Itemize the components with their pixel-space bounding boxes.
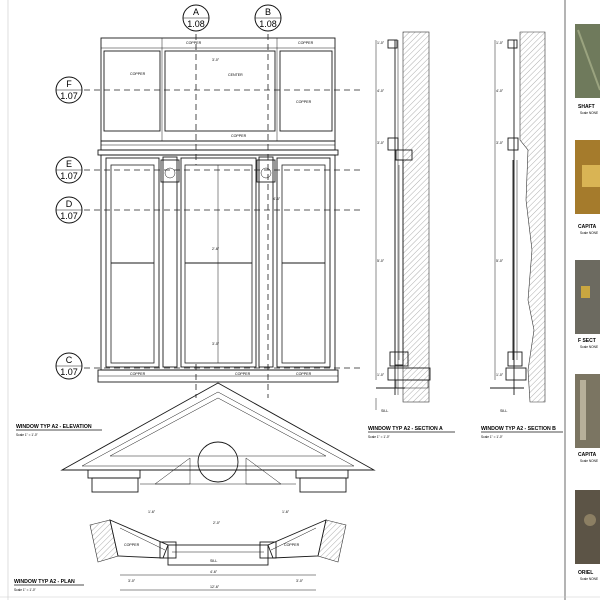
- title-elevation-scale: Scale 1" = 1'-0": [16, 433, 38, 437]
- level-bubble-d-letter: D: [66, 199, 73, 209]
- title-section-b-text: WINDOW TYP A2 - SECTION B: [481, 426, 556, 432]
- photo-4: CAPITA Scale NONE: [575, 374, 600, 463]
- title-section-a: WINDOW TYP A2 - SECTION A Scale 1" = 1'-…: [368, 426, 455, 439]
- plan-label-right: COPPER: [284, 543, 300, 547]
- level-bubble-d: D 1.07: [55, 196, 83, 224]
- plan-dim-right-run: 3'-0": [296, 579, 304, 583]
- section-a-dim-2: 4'-0": [377, 89, 385, 93]
- level-bubble-f-sheet: 1.07: [60, 91, 78, 101]
- note-copper-right: COPPER: [296, 100, 312, 104]
- plan-drawing: COPPER COPPER SILL 1'-6" 1'-6" 2'-0" 4'-…: [89, 510, 347, 591]
- photo-4-label: CAPITA: [578, 452, 597, 458]
- pediment-drawing: [60, 382, 376, 493]
- title-plan: WINDOW TYP A2 - PLAN Scale 1" = 1'-0": [14, 579, 84, 592]
- level-bubble-c-letter: C: [66, 355, 73, 365]
- title-section-b: WINDOW TYP A2 - SECTION B Scale 1" = 1'-…: [481, 426, 563, 439]
- photo-4-scale: Scale NONE: [580, 459, 598, 463]
- note-copper-top: COPPER: [186, 41, 202, 45]
- grid-bubble-b: B 1.08: [254, 4, 282, 32]
- photo-5-label: ORIEL: [578, 570, 593, 576]
- photo-5-image: [575, 490, 600, 564]
- note-copper-sill-left: COPPER: [130, 372, 146, 376]
- photo-5: ORIEL Scale NONE: [575, 490, 600, 581]
- section-b-dim-5: 1'-0": [496, 373, 504, 377]
- note-copper-sill-right: COPPER: [296, 372, 312, 376]
- plan-dim-center-top: 2'-0": [213, 521, 221, 525]
- photo-column: SHAFT Scale NONE CAPITA Scale NONE F SEC…: [575, 24, 600, 581]
- title-plan-scale: Scale 1" = 1'-0": [14, 588, 36, 592]
- photo-1-scale: Scale NONE: [580, 111, 598, 115]
- photo-2-scale: Scale NONE: [580, 231, 598, 235]
- elevation-drawing: COPPER CENTER COPPER COPPER COPPER COPPE…: [84, 34, 360, 398]
- level-bubble-e-letter: E: [66, 159, 72, 169]
- plan-label-center: SILL: [210, 559, 217, 563]
- plan-dim-left-run: 3'-0": [128, 579, 136, 583]
- section-b-drawing: 1'-0" 4'-0" 3'-0" 5'-0" 1'-0" SILL: [490, 31, 546, 413]
- plan-dim-overall: 12'-6": [210, 585, 220, 589]
- title-section-a-scale: Scale 1" = 1'-0": [368, 435, 390, 439]
- plan-dim-left-angle: 1'-6": [148, 510, 156, 514]
- photo-2-label: CAPITA: [578, 224, 597, 230]
- section-a-dim-3: 3'-0": [377, 141, 385, 145]
- photo-1-image: [575, 24, 600, 98]
- dim-side: 4'-6": [273, 197, 281, 201]
- photo-1: SHAFT Scale NONE: [575, 24, 600, 115]
- title-section-b-scale: Scale 1" = 1'-0": [481, 435, 503, 439]
- grid-bubble-a-sheet: 1.08: [187, 19, 205, 29]
- level-bubble-e-sheet: 1.07: [60, 171, 78, 181]
- level-bubble-c: C 1.07: [55, 352, 83, 380]
- title-elevation: WINDOW TYP A2 - ELEVATION Scale 1" = 1'-…: [16, 424, 102, 437]
- grid-bubble-b-sheet: 1.08: [259, 19, 277, 29]
- plan-dim-right-angle: 1'-6": [282, 510, 290, 514]
- note-copper-top-right: COPPER: [298, 41, 314, 45]
- section-b-dim-4: 5'-0": [496, 259, 504, 263]
- section-b-dim-2: 4'-0": [496, 89, 504, 93]
- section-a-dim-5: 1'-0": [377, 373, 385, 377]
- grid-bubble-a-letter: A: [193, 7, 199, 17]
- note-copper-sill-center: COPPER: [235, 372, 251, 376]
- section-a-dim-1: 1'-0": [377, 41, 385, 45]
- photo-4-image: [575, 374, 600, 448]
- level-bubble-f: F 1.07: [55, 76, 83, 104]
- section-a-roof-note: SILL: [381, 409, 388, 413]
- note-center-top: CENTER: [228, 73, 243, 77]
- title-plan-text: WINDOW TYP A2 - PLAN: [14, 579, 75, 585]
- plan-dim-center-bottom: 4'-6": [210, 570, 218, 574]
- level-bubble-c-sheet: 1.07: [60, 367, 78, 377]
- dim-mid: 2'-6": [212, 247, 220, 251]
- level-bubble-e: E 1.07: [55, 156, 83, 184]
- section-b-dim-3: 3'-0": [496, 141, 504, 145]
- photo-3-label: F SECT: [578, 338, 596, 344]
- photo-3: F SECT Scale NONE: [575, 260, 600, 349]
- photo-1-label: SHAFT: [578, 104, 595, 110]
- section-a-dim-4: 5'-0": [377, 259, 385, 263]
- level-bubble-d-sheet: 1.07: [60, 211, 78, 221]
- photo-2: CAPITA Scale NONE: [575, 140, 600, 235]
- section-b-roof-note: SILL: [500, 409, 507, 413]
- plan-label-left: COPPER: [124, 543, 140, 547]
- title-section-a-text: WINDOW TYP A2 - SECTION A: [368, 426, 443, 432]
- photo-3-scale: Scale NONE: [580, 345, 598, 349]
- dim-top: 3'-0": [212, 58, 220, 62]
- section-a-drawing: 1'-0" 4'-0" 3'-0" 5'-0" 1'-0" SILL: [375, 31, 431, 413]
- title-elevation-text: WINDOW TYP A2 - ELEVATION: [16, 424, 92, 430]
- note-copper-left: COPPER: [130, 72, 146, 76]
- grid-bubble-a: A 1.08: [182, 4, 210, 32]
- note-copper-mid: COPPER: [231, 134, 247, 138]
- photo-5-scale: Scale NONE: [580, 577, 598, 581]
- dim-bottom: 3'-0": [212, 342, 220, 346]
- grid-bubble-b-letter: B: [265, 7, 271, 17]
- level-bubble-f-letter: F: [66, 79, 72, 89]
- section-b-dim-1: 1'-0": [496, 41, 504, 45]
